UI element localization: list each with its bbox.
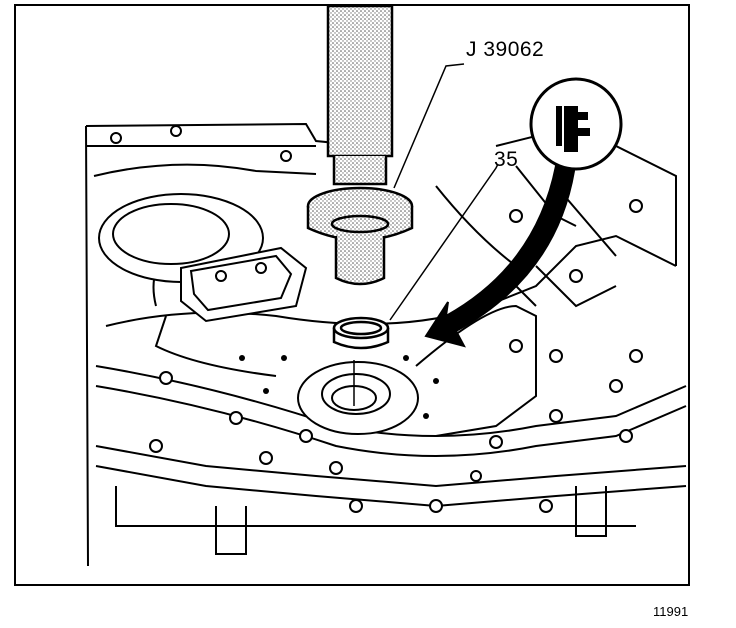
bracket-block [180, 246, 308, 323]
seal-ring-icon [332, 316, 390, 350]
item-label: 35 [494, 148, 519, 171]
leader-lines [389, 63, 499, 321]
seal-bore [297, 360, 419, 435]
bolt-holes [110, 125, 643, 513]
figure-number: 11991 [653, 604, 689, 619]
direction-arrow-icon [424, 164, 576, 348]
tool-label: J 39062 [466, 38, 545, 61]
small-holes [239, 355, 439, 419]
detail-callout-icon [529, 77, 623, 171]
technical-illustration [85, 6, 687, 567]
seal-installer-tool-icon [306, 6, 414, 286]
figure-frame: J 39062 35 [14, 4, 690, 586]
